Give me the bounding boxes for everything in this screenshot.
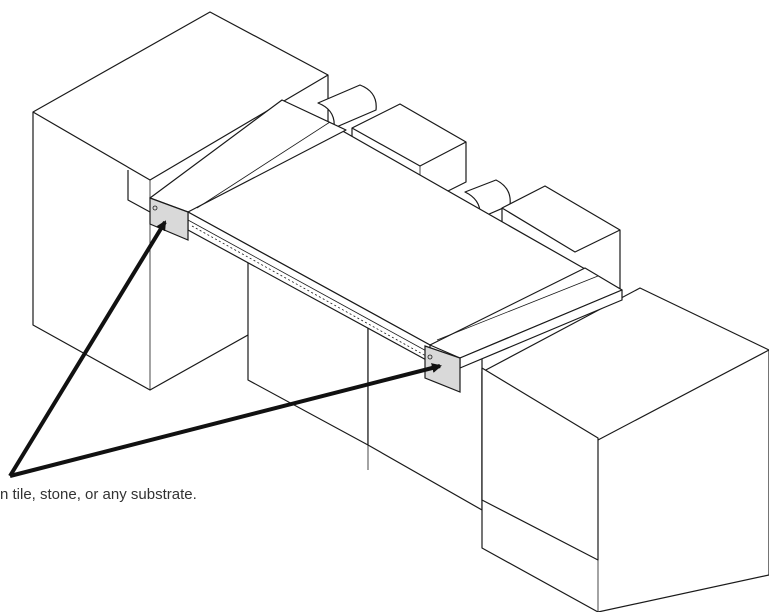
arrow-to-left-end-cap	[8, 220, 167, 478]
right-substrate-block	[481, 287, 769, 612]
callout-text: n tile, stone, or any substrate.	[0, 486, 197, 503]
end-cap-left	[149, 197, 189, 241]
arrow-to-right-end-cap	[9, 363, 442, 478]
end-cap-right	[424, 345, 461, 393]
trench-grate	[149, 99, 623, 369]
